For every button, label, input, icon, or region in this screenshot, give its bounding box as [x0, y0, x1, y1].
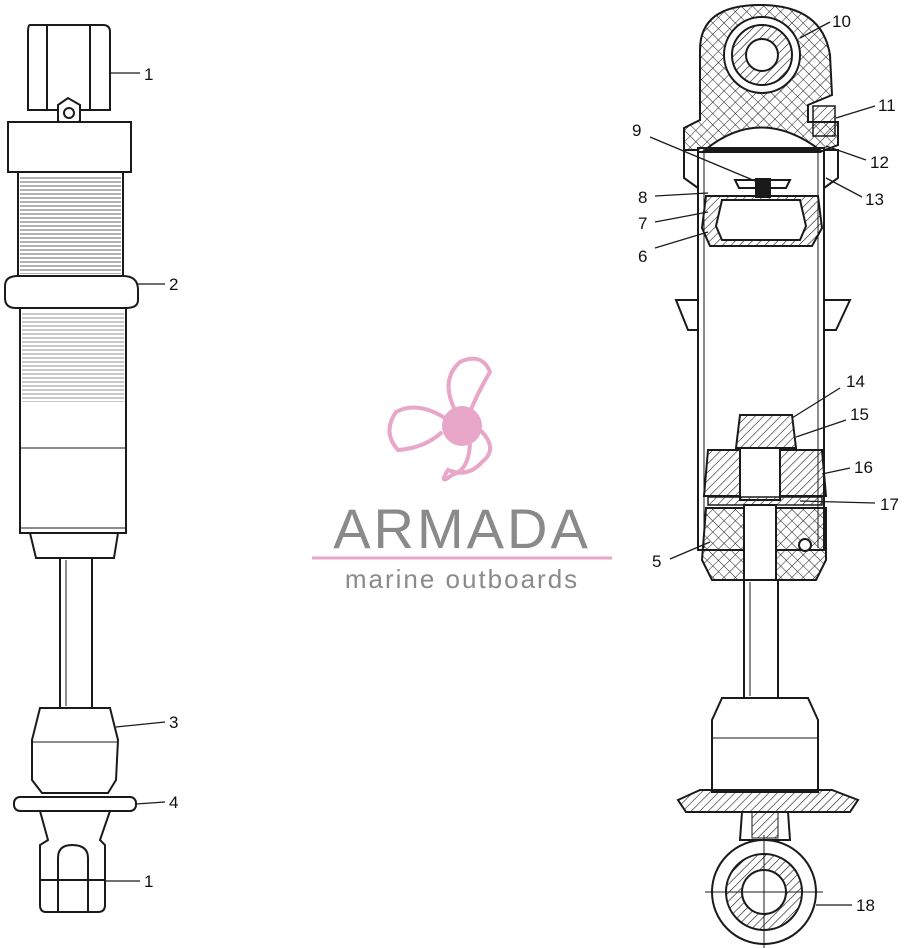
callout-8: 8: [638, 188, 647, 207]
body-thread-lines: [22, 312, 124, 402]
shock-external-view: [4, 24, 139, 913]
callout-1-bottom: 1: [144, 872, 153, 891]
propeller-logo-icon: [387, 356, 493, 482]
callout-3: 3: [169, 713, 178, 732]
callout-12: 12: [870, 153, 889, 172]
thread-lines: [20, 176, 121, 274]
bump-stop-section: [711, 697, 819, 793]
callout-14: 14: [846, 372, 865, 391]
callout-5: 5: [652, 552, 661, 571]
piston-rod-section: [743, 579, 779, 699]
armada-watermark: ARMADA marine outboards: [312, 356, 612, 594]
top-cap: [7, 121, 132, 173]
callout-7: 7: [638, 214, 647, 233]
callout-6: 6: [638, 247, 647, 266]
callout-4: 4: [169, 793, 178, 812]
callouts-right: 10 11 9 12 8 13 7 6 14 15 16 17 5 18: [632, 12, 899, 915]
bottom-eye-section: [705, 835, 823, 948]
body-bottom-seal: [28, 532, 120, 559]
piston-rod: [59, 557, 93, 709]
rod-nut: [734, 414, 798, 449]
callout-16: 16: [854, 458, 873, 477]
lower-seat-section: [676, 789, 860, 813]
shock-cross-section-view: [674, 3, 860, 948]
callout-13: 13: [865, 190, 884, 209]
perch-right: [823, 299, 852, 331]
lower-spring-seat: [13, 796, 137, 812]
callout-1-top: 1: [144, 65, 153, 84]
spring-adjuster-ring: [4, 275, 139, 309]
bleed-screw: [812, 105, 836, 137]
callout-17: 17: [880, 495, 899, 514]
bottom-eye-mount: [38, 810, 112, 913]
top-eye-mount: [27, 24, 111, 130]
bump-stop: [31, 707, 120, 794]
brand-name: ARMADA: [333, 497, 591, 560]
callout-18: 18: [856, 896, 875, 915]
perch-left: [674, 299, 699, 331]
callouts-left: 1 2 3 4 1: [144, 65, 178, 891]
brand-tagline: marine outboards: [345, 564, 579, 594]
callout-9: 9: [632, 121, 641, 140]
callout-2: 2: [169, 275, 178, 294]
o-ring: [798, 538, 812, 552]
callout-11: 11: [878, 96, 896, 115]
callout-15: 15: [850, 405, 869, 424]
leader-lines: [106, 21, 876, 906]
callout-10: 10: [832, 12, 851, 31]
top-eye-housing: [683, 3, 839, 190]
